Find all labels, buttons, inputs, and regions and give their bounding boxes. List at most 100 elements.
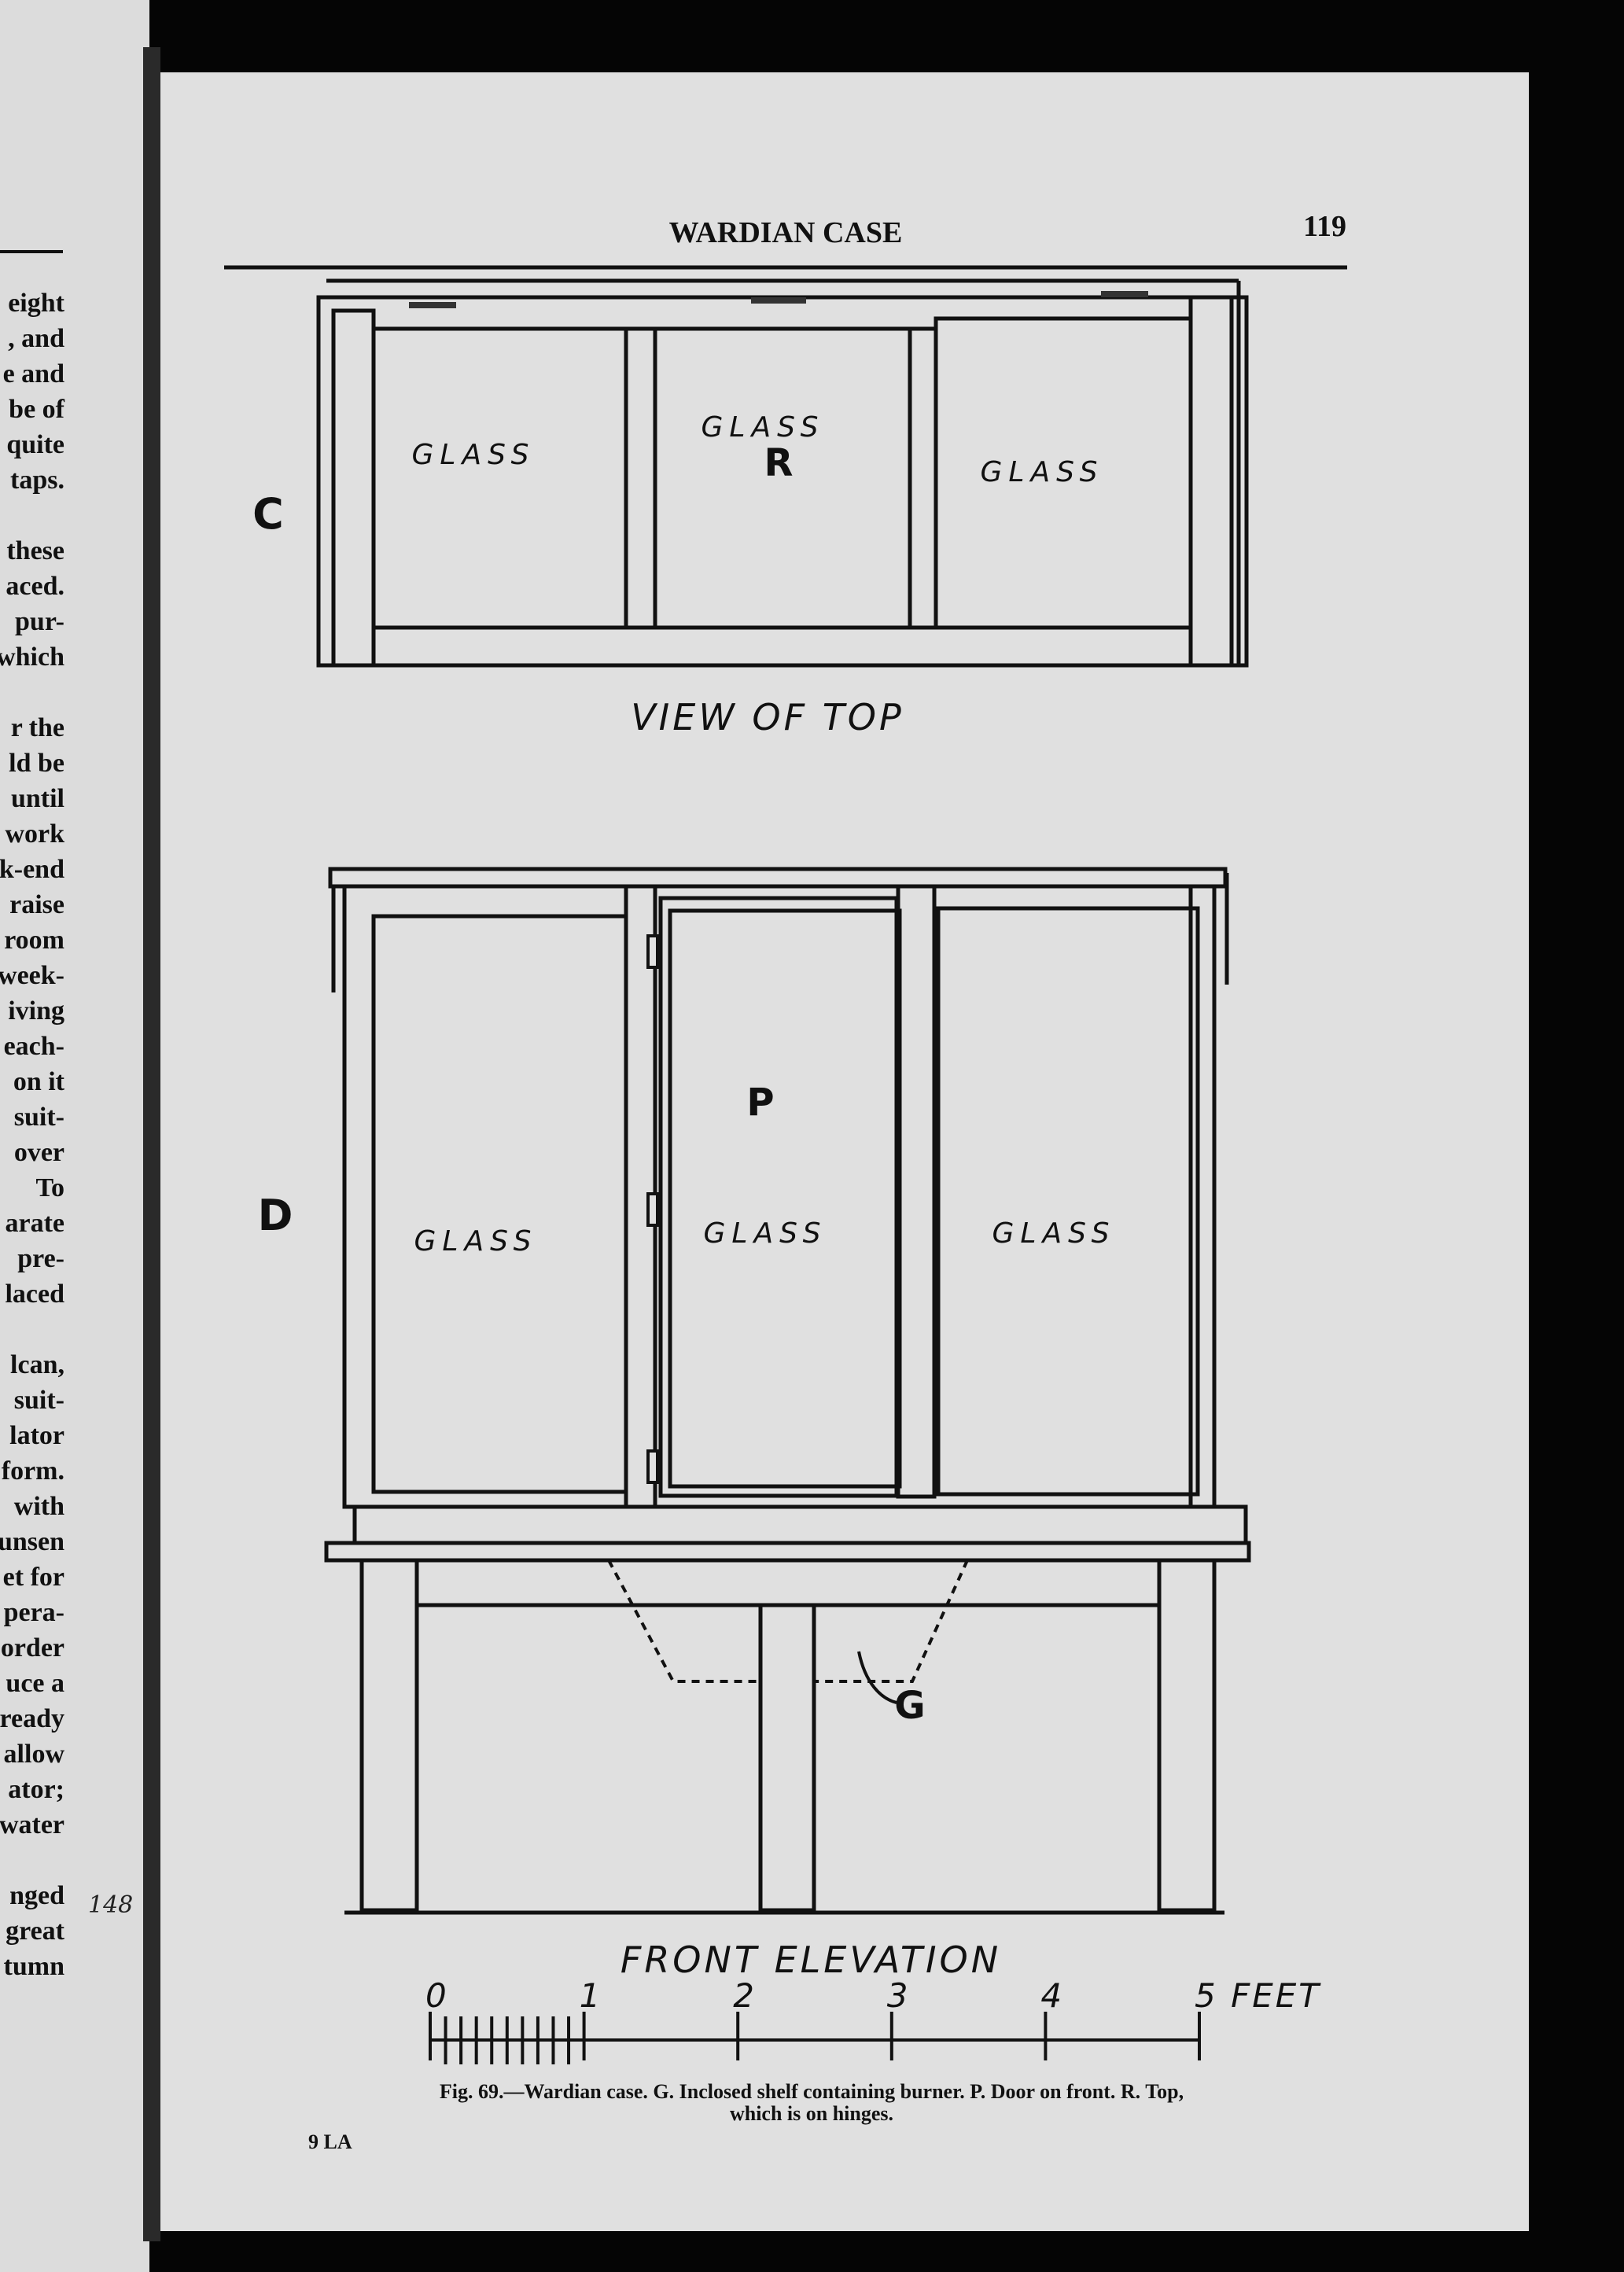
text-line: pera- [0, 1595, 64, 1630]
text-line: suit- [0, 1383, 64, 1418]
text-line: form. [0, 1453, 64, 1489]
scale-tick-label: 0 [425, 1976, 449, 2015]
text-line: tumn [0, 1949, 64, 1984]
text-line-content: quite [6, 430, 64, 459]
page-number: 119 [1303, 210, 1346, 243]
text-line: , and [0, 321, 64, 356]
text-line: quite [0, 427, 64, 462]
text-line-content: laced [5, 1280, 64, 1309]
text-line-content: unsen [0, 1527, 64, 1556]
text-line: laced [0, 1276, 64, 1312]
text-line-content: taps. [10, 466, 64, 495]
label-r: R [764, 441, 794, 485]
left-facing-page: eight , and e and be of quite taps. these aced.… [0, 0, 149, 2272]
text-line: pre- [0, 1241, 64, 1276]
text-line-content: form. [1, 1456, 64, 1486]
text-line-content: e and [2, 359, 64, 388]
running-title: WARDIAN CASE [669, 216, 903, 249]
front-elevation-drawing [324, 867, 1251, 1915]
text-line: raise [0, 887, 64, 922]
scale-tick-label: 4 [1040, 1976, 1064, 2015]
text-line: these [0, 533, 64, 569]
text-line-content: ator; [8, 1775, 64, 1804]
label-d: D [258, 1191, 293, 1240]
text-line: eight [0, 285, 64, 321]
text-line-content: et for [2, 1563, 64, 1592]
text-line-content: pur- [15, 607, 64, 636]
text-line: unsen [0, 1524, 64, 1559]
text-paragraph: eight , and e and be of quite taps. [0, 285, 64, 498]
text-line: great [0, 1913, 64, 1949]
text-line: r the [0, 710, 64, 746]
text-line: et for [0, 1559, 64, 1595]
text-line: work [0, 816, 64, 852]
front-elevation-title: FRONT ELEVATION [621, 1939, 1001, 1981]
text-line-content: pre- [17, 1244, 64, 1273]
text-line: order [0, 1630, 64, 1666]
signature-mark: 9 LA [308, 2130, 352, 2153]
text-line-content: room [4, 926, 64, 955]
text-line-content: lcan, [10, 1350, 64, 1379]
text-line: ator; [0, 1772, 64, 1807]
text-line-content: arate [5, 1209, 64, 1238]
text-line-content: be of [9, 395, 64, 424]
text-line-content: ld be [9, 749, 64, 778]
text-line: allow [0, 1736, 64, 1772]
text-line: k-end [0, 852, 64, 887]
text-line: ld be [0, 746, 64, 781]
text-line-content: over [13, 1138, 64, 1167]
text-line-content: week- [0, 961, 64, 990]
text-line-content: on it [13, 1067, 64, 1096]
text-line-content: raise [9, 890, 64, 919]
text-line-content: aced. [6, 572, 64, 601]
text-line-content: until [10, 784, 64, 813]
text-line: iving [0, 993, 64, 1029]
text-line: with [0, 1489, 64, 1524]
text-line: week- [0, 958, 64, 993]
left-column-text: eight , and e and be of quite taps. these aced.… [0, 285, 64, 2020]
text-line-content: uce a [6, 1669, 64, 1698]
text-line-content: pera- [3, 1598, 64, 1627]
text-line-content: eight [8, 289, 64, 318]
text-line-content: iving [8, 996, 64, 1026]
text-line-content: each- [3, 1032, 64, 1061]
scale-tick-label: 3 [887, 1976, 911, 2015]
text-line: each- [0, 1029, 64, 1064]
handwritten-margin-note: 148 [88, 1891, 134, 1919]
text-line: aced. [0, 569, 64, 604]
text-line: which [0, 639, 64, 675]
left-header-rule [0, 250, 63, 253]
text-line-content: these [6, 536, 64, 565]
text-line: lator [0, 1418, 64, 1453]
glass-label-front-left: GLASS [414, 1225, 538, 1258]
text-line: nged [0, 1878, 64, 1913]
glass-label-front-right: GLASS [992, 1217, 1116, 1250]
label-p: P [746, 1081, 774, 1125]
text-line-content: , and [8, 324, 64, 353]
label-g: G [894, 1684, 925, 1728]
text-line: be of [0, 392, 64, 427]
text-line-content: To [35, 1173, 64, 1202]
text-line-content: which [0, 643, 64, 672]
top-view-drawing [316, 278, 1249, 668]
text-line: ready [0, 1701, 64, 1736]
text-line: water [0, 1807, 64, 1843]
label-c: C [252, 489, 284, 539]
glass-label-front-center: GLASS [704, 1217, 827, 1250]
text-line: until [0, 781, 64, 816]
scale-tick-label: 2 [733, 1976, 757, 2015]
text-line-content: order [0, 1633, 64, 1663]
text-paragraph: nged great tumn [0, 1878, 64, 1984]
top-view-title: VIEW OF TOP [631, 696, 904, 738]
text-line: uce a [0, 1666, 64, 1701]
text-line-content: r the [10, 713, 64, 742]
text-line: over [0, 1135, 64, 1170]
text-line-content: water [0, 1810, 64, 1839]
text-line-content: tumn [3, 1952, 64, 1981]
text-line: taps. [0, 462, 64, 498]
text-line-content: nged [9, 1881, 64, 1910]
text-line: room [0, 922, 64, 958]
